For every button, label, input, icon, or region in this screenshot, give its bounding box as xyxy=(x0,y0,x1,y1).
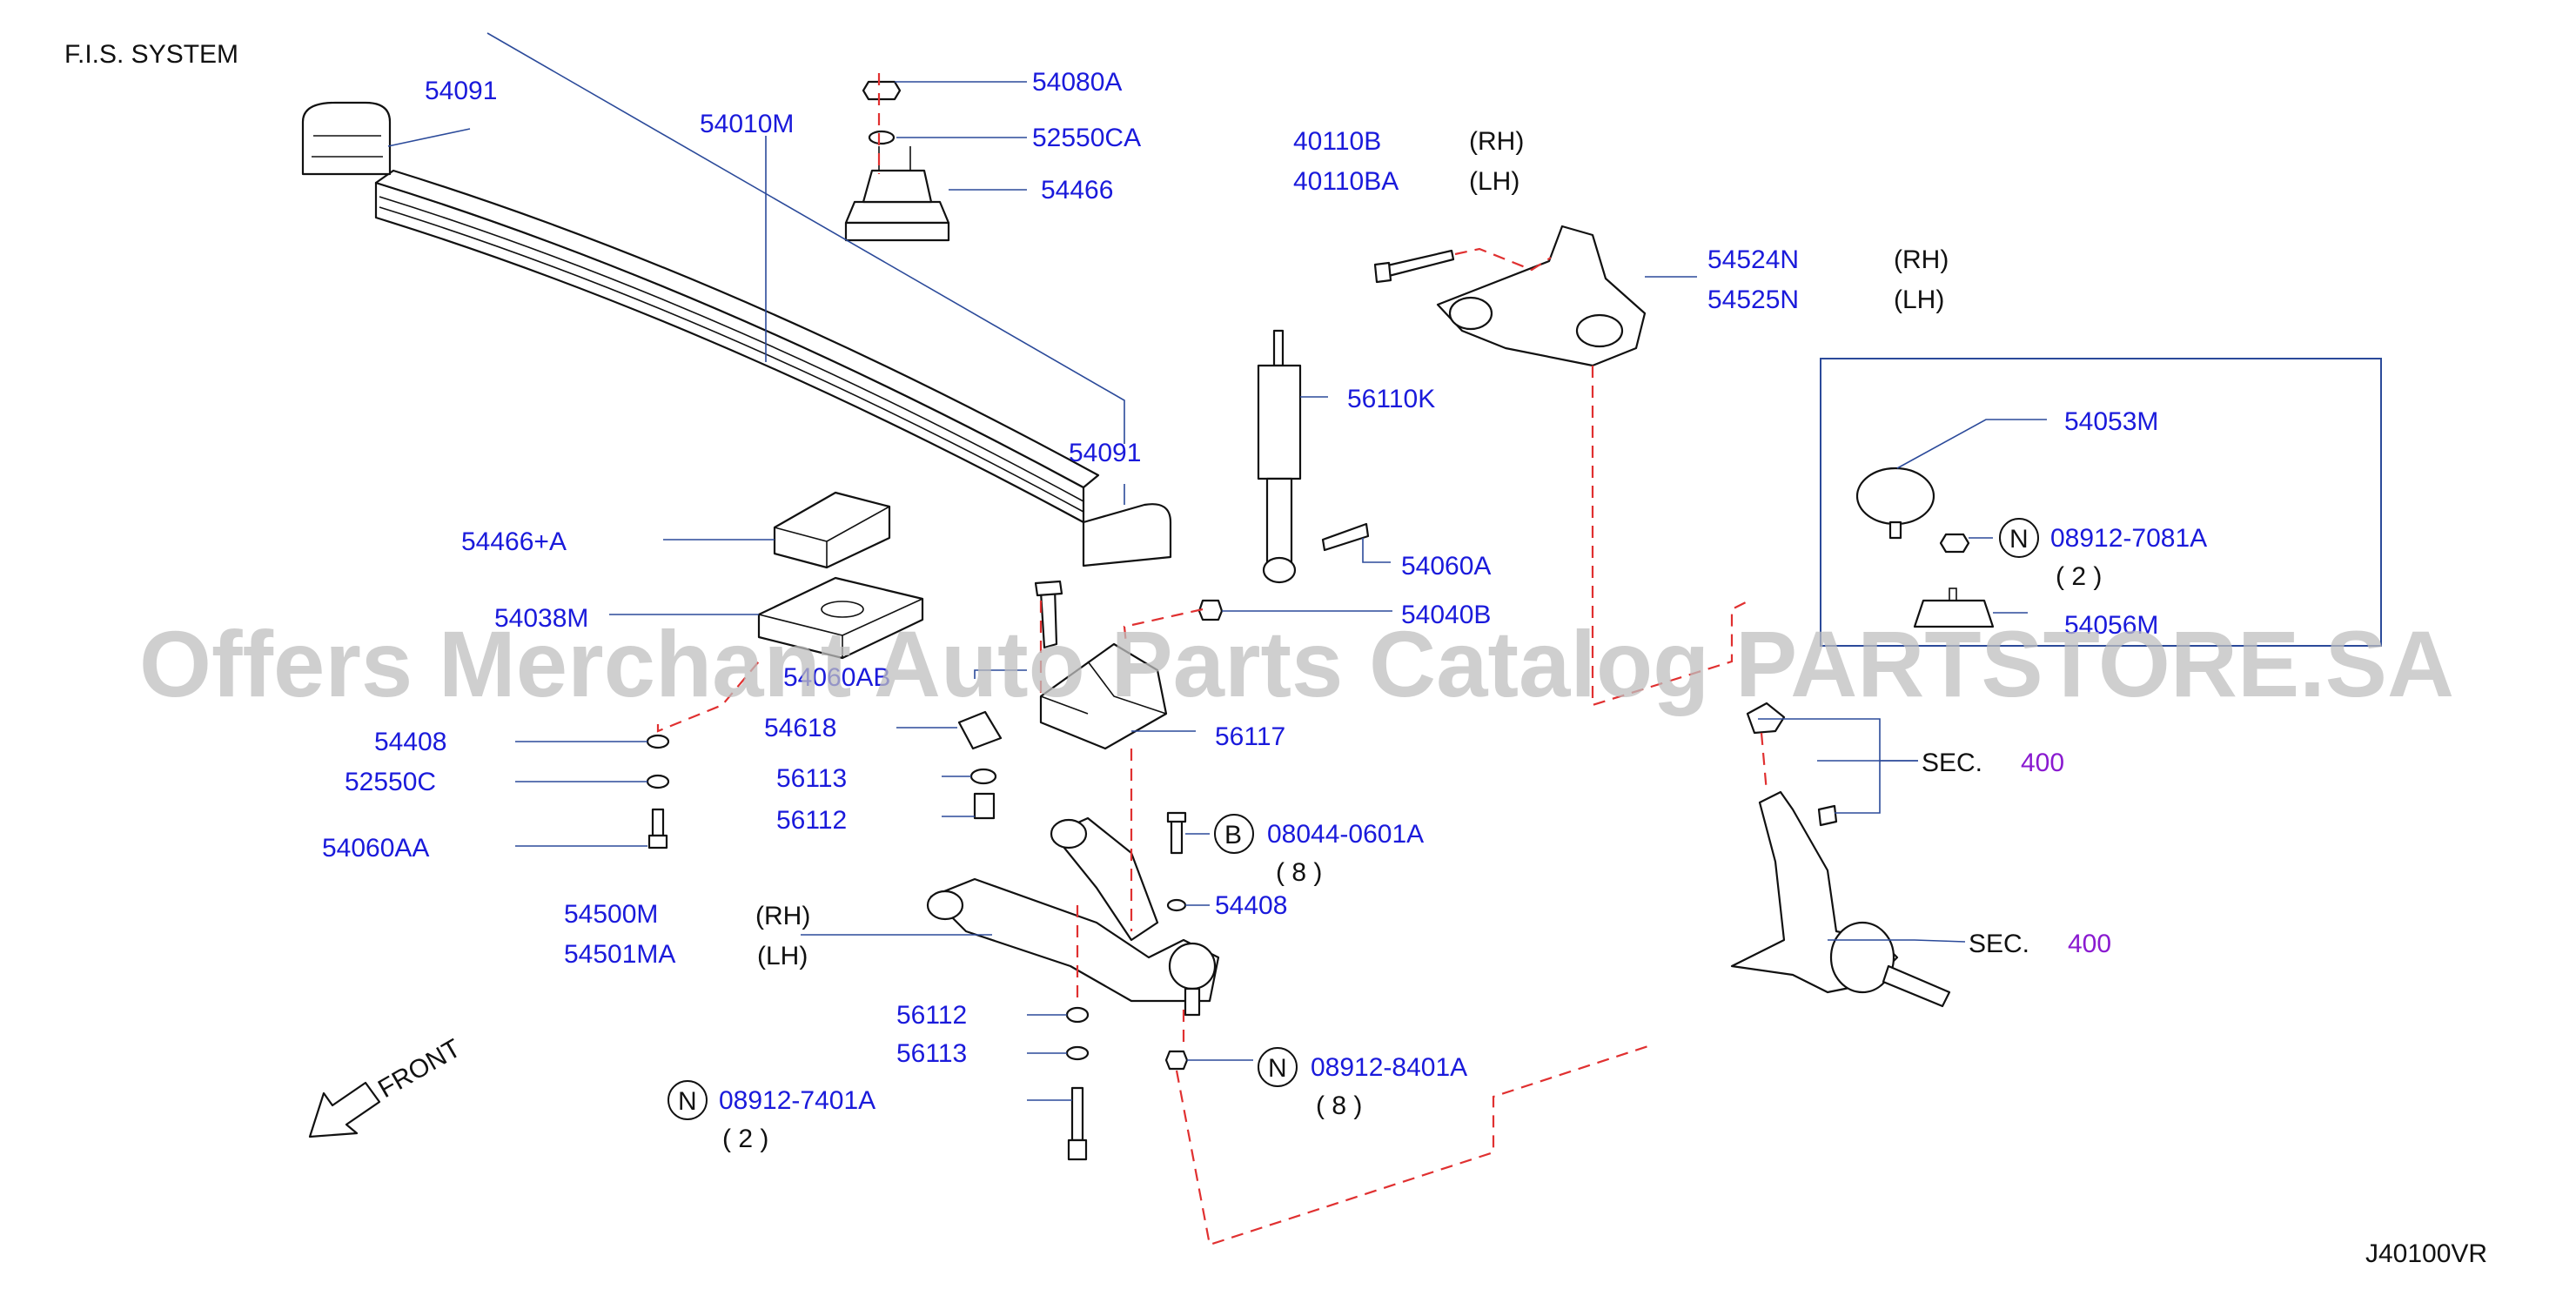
badge-n-2: N xyxy=(1268,1054,1287,1083)
label-54618[interactable]: 54618 xyxy=(764,714,836,742)
label-40110b[interactable]: 40110B xyxy=(1293,127,1381,156)
front-label: FRONT xyxy=(373,1034,466,1104)
label-54080a[interactable]: 54080A xyxy=(1032,68,1122,97)
label-56112-lower[interactable]: 56112 xyxy=(896,1001,967,1030)
badge-n-circle-2 xyxy=(1258,1047,1298,1087)
shock-bracket xyxy=(1034,580,1168,750)
badge-n-1: N xyxy=(678,1087,697,1116)
label-56110k[interactable]: 56110K xyxy=(1347,385,1435,413)
sec-link-400-1[interactable]: 400 xyxy=(2021,749,2064,777)
sec-link-400-2[interactable]: 400 xyxy=(2068,930,2111,958)
badge-b-circle xyxy=(1214,814,1254,854)
label-08912-8401a[interactable]: 08912-8401A xyxy=(1311,1053,1467,1082)
side-54500m: (RH) xyxy=(755,902,810,930)
label-40110ba[interactable]: 40110BA xyxy=(1293,167,1399,196)
side-54524n: (RH) xyxy=(1894,245,1949,274)
label-54466a[interactable]: 54466+A xyxy=(461,527,567,556)
badge-n-circle-3 xyxy=(1999,518,2039,558)
bolt-stack-left xyxy=(646,734,670,849)
label-08912-7401a[interactable]: 08912-7401A xyxy=(719,1086,875,1115)
side-40110b: (RH) xyxy=(1469,127,1524,156)
label-54408-right[interactable]: 54408 xyxy=(1215,891,1287,920)
label-54060a[interactable]: 54060A xyxy=(1401,552,1491,581)
bump-cap-left xyxy=(301,101,392,176)
badge-n-3: N xyxy=(2009,525,2029,554)
side-54525n: (LH) xyxy=(1894,285,1944,314)
label-54525n[interactable]: 54525N xyxy=(1707,285,1799,314)
front-arrow-icon xyxy=(308,1081,381,1138)
label-54524n[interactable]: 54524N xyxy=(1707,245,1799,274)
label-54010m[interactable]: 54010M xyxy=(700,110,794,138)
bump-stopper xyxy=(957,710,1003,820)
label-54060aa[interactable]: 54060AA xyxy=(322,834,429,863)
badge-b: B xyxy=(1224,821,1242,849)
label-08912-7081a[interactable]: 08912-7081A xyxy=(2050,524,2207,553)
shock-absorber xyxy=(1197,329,1370,621)
side-54501ma: (LH) xyxy=(757,942,808,970)
diagram-code: J40100VR xyxy=(2365,1239,2487,1268)
inset-bump-cap xyxy=(1855,467,1995,628)
label-54091-top[interactable]: 54091 xyxy=(425,77,497,105)
label-54466[interactable]: 54466 xyxy=(1041,176,1113,205)
side-40110ba: (LH) xyxy=(1469,167,1519,196)
inset-frame xyxy=(1820,358,2382,647)
bump-cap-right xyxy=(1082,503,1172,567)
label-08044-0601a[interactable]: 08044-0601A xyxy=(1267,820,1424,849)
upper-link xyxy=(1373,225,1647,367)
qty-08912-7401a: ( 2 ) xyxy=(722,1125,768,1153)
label-54091-right[interactable]: 54091 xyxy=(1069,439,1141,467)
label-54501ma[interactable]: 54501MA xyxy=(564,940,675,969)
label-54038m[interactable]: 54038M xyxy=(494,604,588,633)
badge-n-circle-1 xyxy=(667,1080,708,1120)
steering-knuckle xyxy=(1730,702,1951,1008)
spring-pad xyxy=(773,491,891,569)
qty-08912-7081a: ( 2 ) xyxy=(2056,562,2102,591)
qty-08044: ( 8 ) xyxy=(1276,858,1322,887)
label-54408-left[interactable]: 54408 xyxy=(374,728,446,756)
qty-08912-8401a: ( 8 ) xyxy=(1316,1091,1362,1120)
system-title: F.I.S. SYSTEM xyxy=(64,40,238,69)
sec-label-2: SEC. xyxy=(1969,930,2029,958)
spring-plate xyxy=(757,576,924,660)
label-56113-upper[interactable]: 56113 xyxy=(776,764,847,793)
label-54053m[interactable]: 54053M xyxy=(2064,407,2158,436)
watermark-text: Offers Merchant Auto Parts Catalog PARTS… xyxy=(139,611,2454,716)
label-56117[interactable]: 56117 xyxy=(1215,722,1285,751)
spring-seat-upper xyxy=(844,80,950,242)
label-52550c[interactable]: 52550C xyxy=(345,768,436,796)
label-54500m[interactable]: 54500M xyxy=(564,900,658,929)
label-54040b[interactable]: 54040B xyxy=(1401,601,1491,629)
label-54056m[interactable]: 54056M xyxy=(2064,611,2158,640)
sec-label-1: SEC. xyxy=(1922,749,1982,777)
label-52550ca[interactable]: 52550CA xyxy=(1032,124,1141,152)
label-56112-upper[interactable]: 56112 xyxy=(776,806,847,835)
connection-lines xyxy=(656,73,1768,1246)
lower-arm xyxy=(926,816,1220,1017)
leader-lines xyxy=(387,32,2047,1101)
label-54060ab[interactable]: 54060AB xyxy=(783,663,890,692)
label-56113-lower[interactable]: 56113 xyxy=(896,1039,967,1068)
leaf-spring xyxy=(374,169,1100,524)
